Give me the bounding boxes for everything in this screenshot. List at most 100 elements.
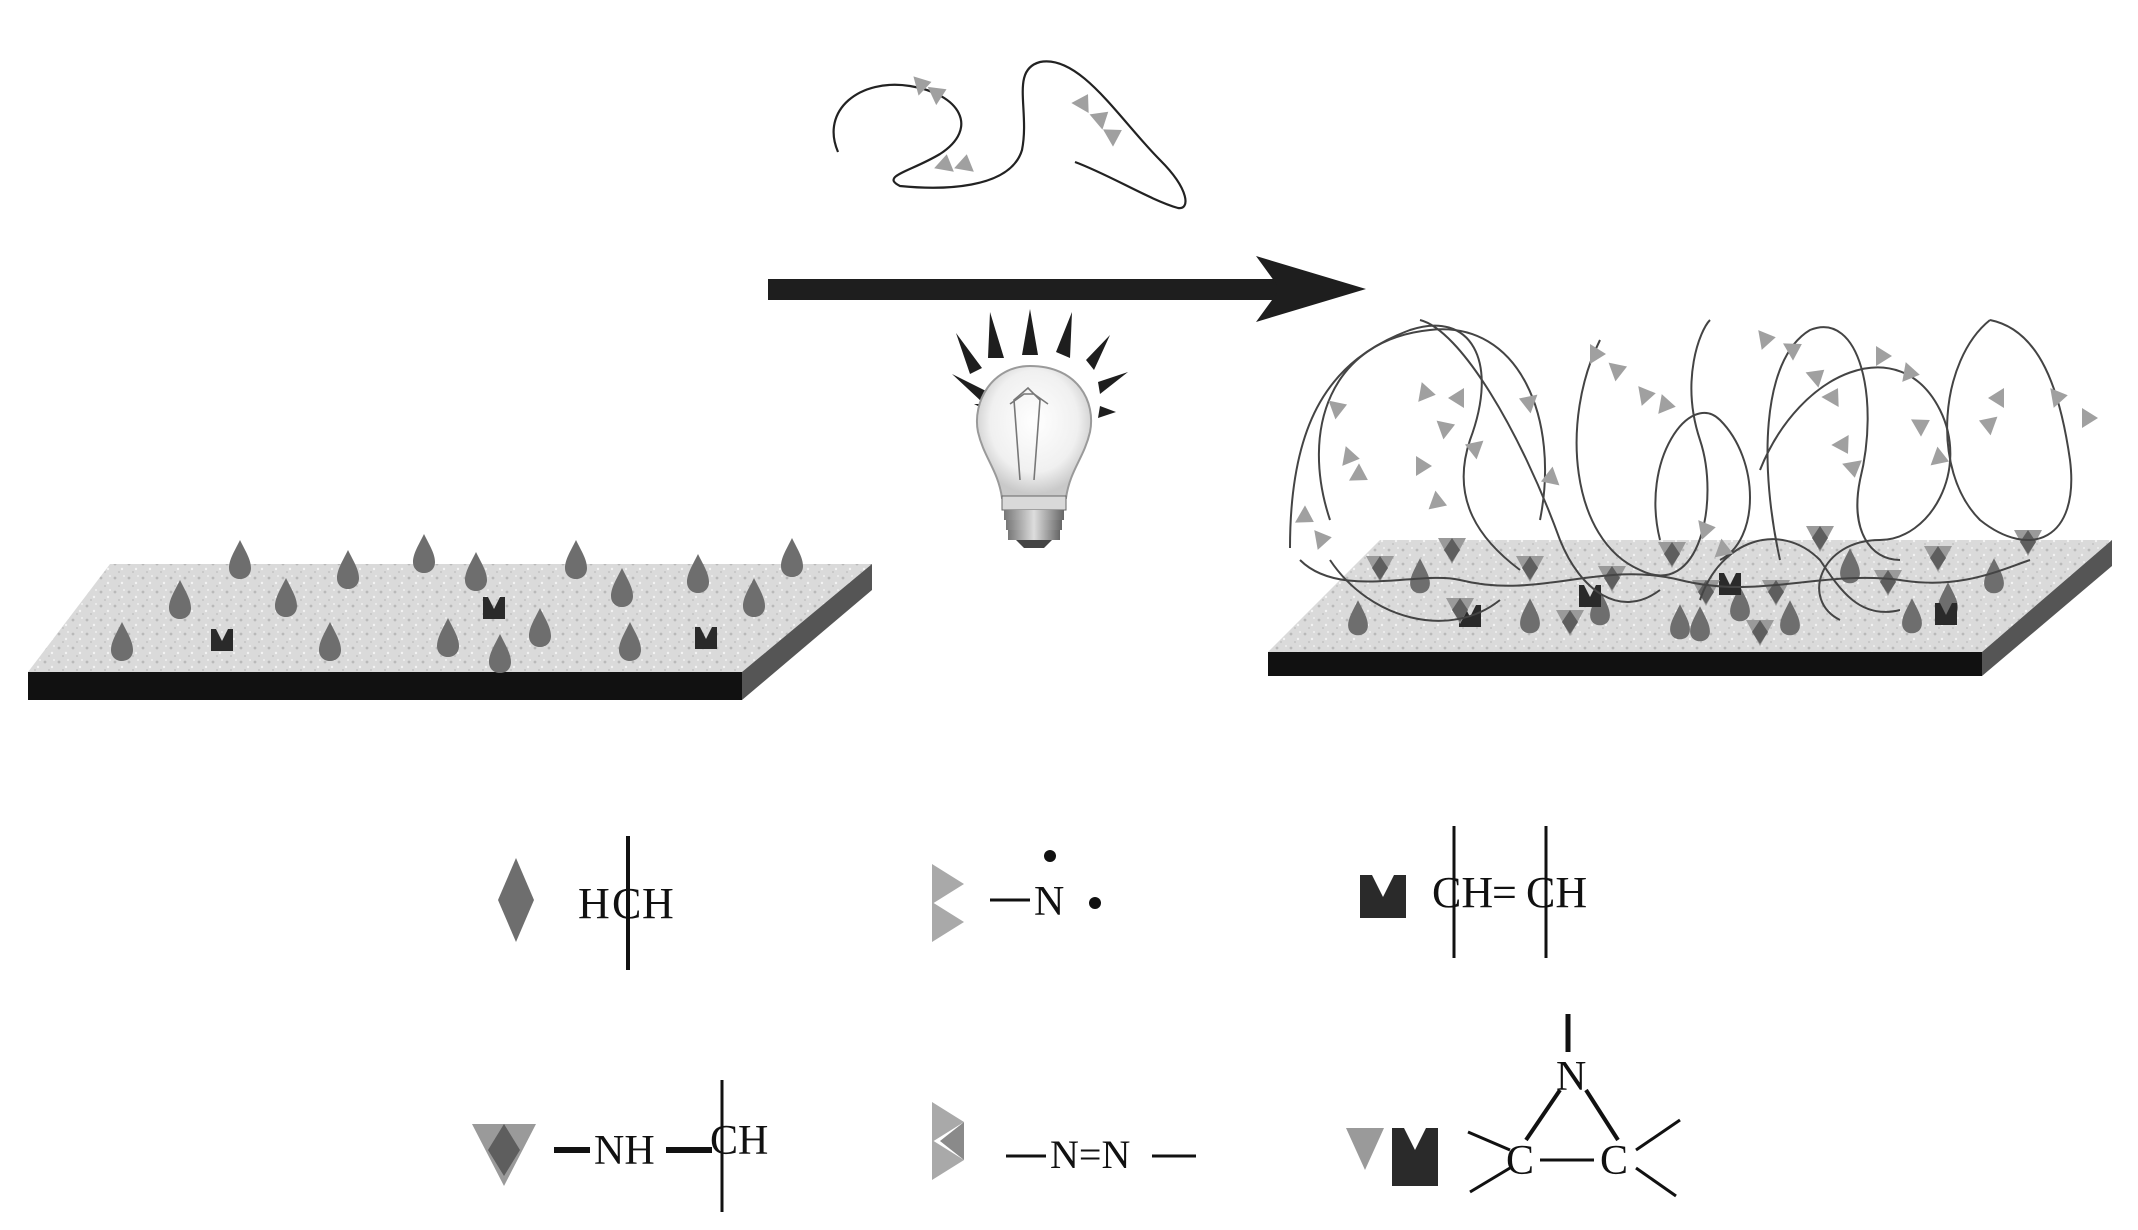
substrate-left [28,534,872,700]
amine-link-icon [1438,538,1466,564]
nitrene-icon [2082,408,2098,428]
substrate-front-face [28,672,742,700]
nitrene-icon [1349,463,1368,481]
nitrene-icon [1540,466,1560,486]
vinyl-icon [483,597,505,619]
substrate-side-face [742,564,872,700]
legend-azo: N=N [932,1102,1196,1180]
nitrene-icon [1805,369,1825,388]
site-ch-icon [489,634,511,673]
nitrene-icon [1608,362,1628,382]
nitrene-icon [1930,446,1950,466]
site-ch-icon [1730,586,1750,622]
nitrene-icon [1436,420,1456,440]
site-ch-icon [1520,598,1540,634]
nitrene-icon [1418,382,1436,402]
nitrene-icon [913,76,932,96]
site-ch-icon [1780,600,1800,636]
site-ch-icon [1410,558,1430,594]
azo-icon [932,1102,964,1142]
amine-link-icon [1874,570,1902,596]
light-rays-icon [952,309,1128,418]
nitrene-icon [1089,111,1109,130]
amine-link-icon [1366,556,1394,582]
site-ch-icon [1670,604,1690,640]
substrate-right [1268,319,2112,676]
site-ch-icon [1348,600,1368,636]
nitrene-icon [1448,388,1464,408]
vinyl-icon [1360,875,1406,918]
nitrene-icon [1464,440,1484,460]
nitrene-icon [927,86,947,106]
nitrene-icon [934,154,954,172]
polymer-chain-icon [1699,538,1901,613]
amine-link-icon [1516,556,1544,582]
nitrene-icon [1071,94,1089,113]
legend-amine: NH CH [472,1080,768,1212]
nitrene-icon [1342,446,1360,466]
site-ch-icon [1902,598,1922,634]
vinyl-icon [695,627,717,649]
polymer-chain-icon [832,60,1187,210]
double-bond-label: = [1492,868,1517,917]
reaction-arrow-icon [768,256,1366,322]
radical-dot-icon [1089,897,1101,909]
nitrene-icon [1831,435,1849,454]
substrate-top-surface [1268,540,2112,652]
polymer-chain-icon [1317,328,1547,521]
site-ch-icon [687,554,709,593]
site-ch-icon [1690,606,1710,642]
polymer-chain-icon [1299,559,2031,589]
site-ch-icon [498,858,534,942]
hydrogen-left-label: H [578,879,610,928]
legend-methylene: H C H [498,836,674,970]
nitrene-icon [1428,490,1448,510]
ch-right-label: CH [1526,868,1587,917]
nitrene-icon [1698,520,1716,540]
site-ch-icon [619,622,641,661]
nitrene-icon [1328,400,1348,420]
nitrene-icon [1978,416,1998,436]
ring-carbon-right-label: C [1600,1138,1628,1184]
legend-aziridine: N C C [1346,1014,1681,1198]
polymer-chain-icon [1759,366,1952,621]
nitrene-icon [1842,460,1862,478]
site-ch-icon [529,608,551,647]
radical-dot-icon [1044,850,1056,862]
site-ch-icon [413,534,435,573]
nitrene-icon [1988,388,2004,408]
amine-link-icon [1806,526,1834,552]
vinyl-icon [1719,573,1741,595]
amine-link-icon [2014,530,2042,556]
site-ch-icon [1840,548,1860,584]
legend-nitrene: N [932,850,1101,942]
site-ch-icon [565,540,587,579]
nitrene-icon [1876,346,1892,366]
nitrene-icon [1821,388,1839,407]
ch-label: CH [710,1118,768,1164]
amine-link-icon [1556,610,1584,636]
aziridine-icon [1346,1128,1384,1170]
substrate-top-surface [28,564,872,672]
nitrene-icon [1103,129,1122,147]
polymer-chain-icon [1766,326,1901,561]
site-ch-icon [319,622,341,661]
site-ch-icon [781,538,803,577]
site-ch-icon [275,578,297,617]
amine-link-icon [1598,566,1626,592]
nitrene-icon [1416,456,1432,476]
ring-nitrogen-label: N [1556,1054,1586,1100]
ring-carbon-left-label: C [1506,1138,1534,1184]
nitrene-icon [1902,362,1920,382]
polymer-chain-icon [1419,319,1661,603]
nitrene-icon [1590,344,1606,364]
nitrene-icon [1638,386,1656,406]
site-ch-icon [465,552,487,591]
vinyl-icon [211,629,233,651]
amine-link-icon [1658,542,1686,568]
nitrene-icon [1714,538,1734,558]
polymer-chain-icon [1654,412,1751,561]
legend: H C H N CH = CH N H [472,826,1681,1212]
amine-link-icon [1446,598,1474,624]
